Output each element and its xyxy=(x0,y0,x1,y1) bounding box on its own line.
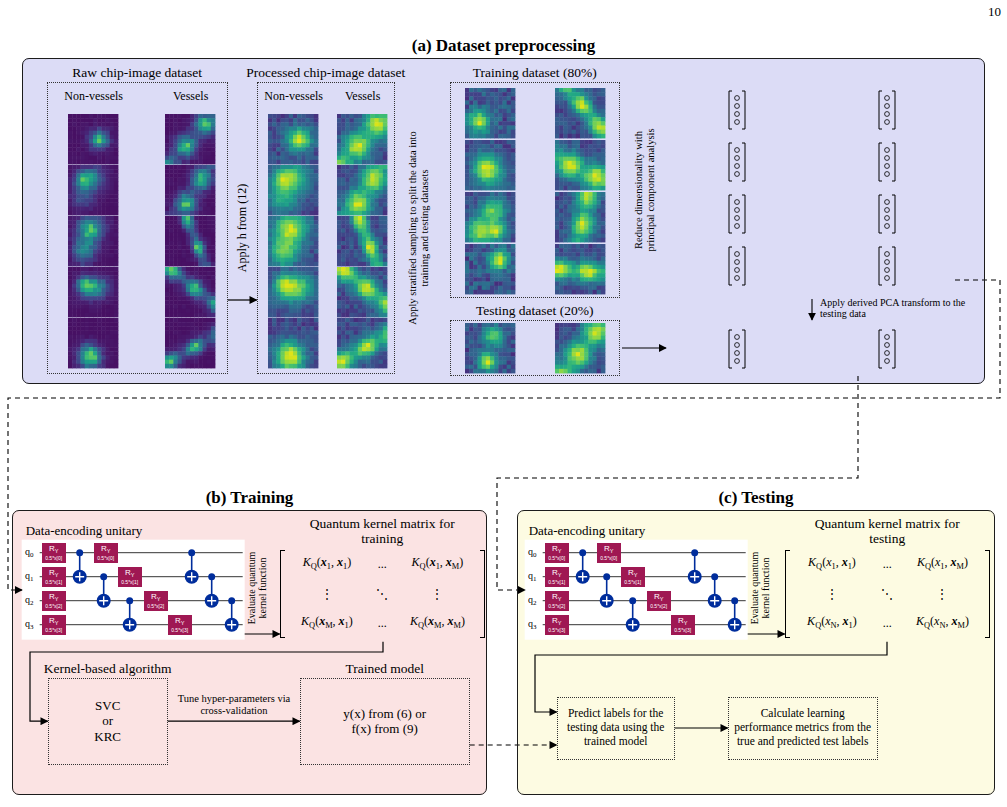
figure-stage: (a) Dataset preprocessingRaw chip-image … xyxy=(0,0,1007,807)
